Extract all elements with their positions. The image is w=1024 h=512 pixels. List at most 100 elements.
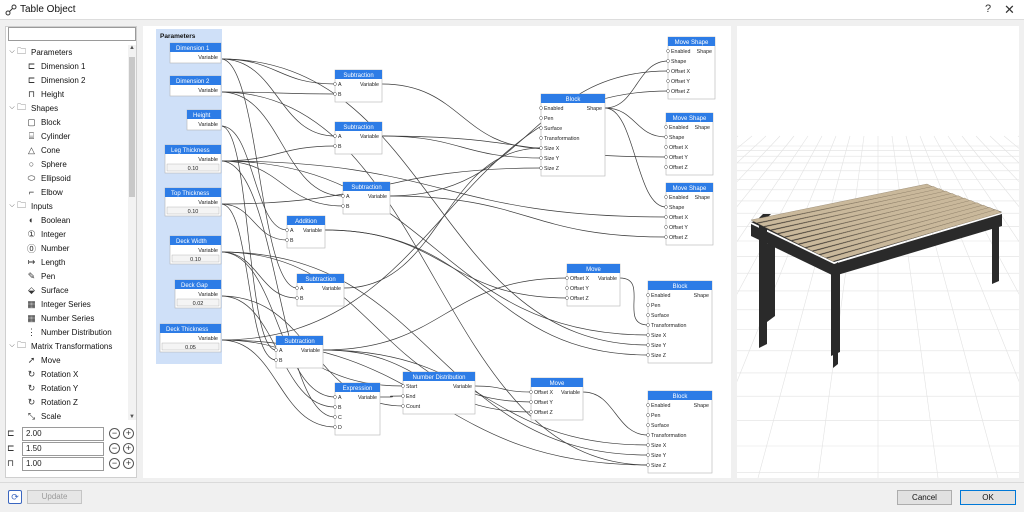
increment-button[interactable]: + [123,428,134,439]
input-port[interactable] [295,286,299,290]
decrement-button[interactable]: − [109,443,120,454]
input-port[interactable] [664,145,668,149]
input-port[interactable] [646,303,650,307]
input-port[interactable] [646,323,650,327]
tree-item[interactable]: ◐Boolean [26,213,71,227]
tree-item[interactable]: ⋮Number Distribution [26,325,112,339]
input-port[interactable] [664,155,668,159]
param-value[interactable]: 0.02 [193,301,204,307]
input-port[interactable] [529,410,533,414]
param-value[interactable]: 0.05 [185,345,196,351]
input-port[interactable] [401,384,405,388]
tree-item[interactable]: △Cone [26,143,60,157]
input-port[interactable] [664,195,668,199]
input-port[interactable] [664,205,668,209]
input-port[interactable] [539,116,543,120]
tree-item[interactable]: ↦Length [26,255,66,269]
input-port[interactable] [646,423,650,427]
input-port[interactable] [646,313,650,317]
input-port[interactable] [333,144,337,148]
input-port[interactable] [333,405,337,409]
input-port[interactable] [333,134,337,138]
input-port[interactable] [341,204,345,208]
tree-item[interactable]: ⌵🗀Shapes [8,101,58,115]
input-port[interactable] [539,126,543,130]
input-port[interactable] [401,404,405,408]
decrement-button[interactable]: − [109,428,120,439]
input-port[interactable] [333,395,337,399]
input-port[interactable] [539,166,543,170]
dimension-2-field[interactable]: 1.50 [22,442,104,456]
tree-item[interactable]: ⊏Dimension 2 [26,73,86,87]
tree-item[interactable]: ⌵🗀Parameters [8,45,72,59]
chevron-down-icon[interactable]: ⌵ [9,48,15,55]
input-port[interactable] [664,225,668,229]
input-port[interactable] [333,415,337,419]
input-port[interactable] [666,59,670,63]
tree-item[interactable]: ⬙Surface [26,283,69,297]
input-port[interactable] [646,453,650,457]
input-port[interactable] [646,413,650,417]
tree-item[interactable]: ⌵🗀Inputs [8,199,52,213]
input-port[interactable] [666,49,670,53]
param-value[interactable]: 0.10 [188,209,199,215]
input-port[interactable] [285,238,289,242]
input-port[interactable] [664,135,668,139]
input-port[interactable] [646,293,650,297]
tree-item[interactable]: ○Sphere [26,157,67,171]
tree-item[interactable]: ⌐Elbow [26,185,63,199]
input-port[interactable] [274,358,278,362]
close-button[interactable]: ✕ [1004,2,1015,17]
input-port[interactable] [666,79,670,83]
input-port[interactable] [529,390,533,394]
tree-item[interactable]: ▦Integer Series [26,297,91,311]
ok-button[interactable]: OK [960,490,1016,505]
input-port[interactable] [646,343,650,347]
input-port[interactable] [333,425,337,429]
tree-item[interactable]: ⬭Ellipsoid [26,171,71,185]
tree-item[interactable]: ↻Rotation Z [26,395,78,409]
input-port[interactable] [341,194,345,198]
chevron-down-icon[interactable]: ⌵ [9,342,15,349]
input-port[interactable] [285,228,289,232]
tree-item[interactable]: ✎Pen [26,269,56,283]
input-port[interactable] [333,82,337,86]
input-port[interactable] [295,296,299,300]
3d-preview[interactable] [737,26,1019,478]
tree-item[interactable]: ⌵🗀Matrix Transformations [8,339,112,353]
param-value[interactable]: 0.10 [190,257,201,263]
input-port[interactable] [646,443,650,447]
tree-item[interactable]: ▢Block [26,115,60,129]
input-port[interactable] [565,276,569,280]
graph-node[interactable]: BlockEnabledPenSurfaceTransformationSize… [646,390,713,474]
input-port[interactable] [274,348,278,352]
scroll-up-icon[interactable]: ▲ [129,45,135,51]
tree-scrollbar[interactable]: ▲ ▼ [128,45,136,420]
input-port[interactable] [539,156,543,160]
input-port[interactable] [646,403,650,407]
chevron-down-icon[interactable]: ⌵ [9,202,15,209]
input-port[interactable] [565,286,569,290]
tree-item[interactable]: ⊓Height [26,87,64,101]
cancel-button[interactable]: Cancel [897,490,952,505]
input-port[interactable] [529,400,533,404]
input-port[interactable] [539,106,543,110]
height-field[interactable]: 1.00 [22,457,104,471]
param-value[interactable]: 0.10 [188,166,199,172]
scroll-thumb[interactable] [129,57,135,197]
